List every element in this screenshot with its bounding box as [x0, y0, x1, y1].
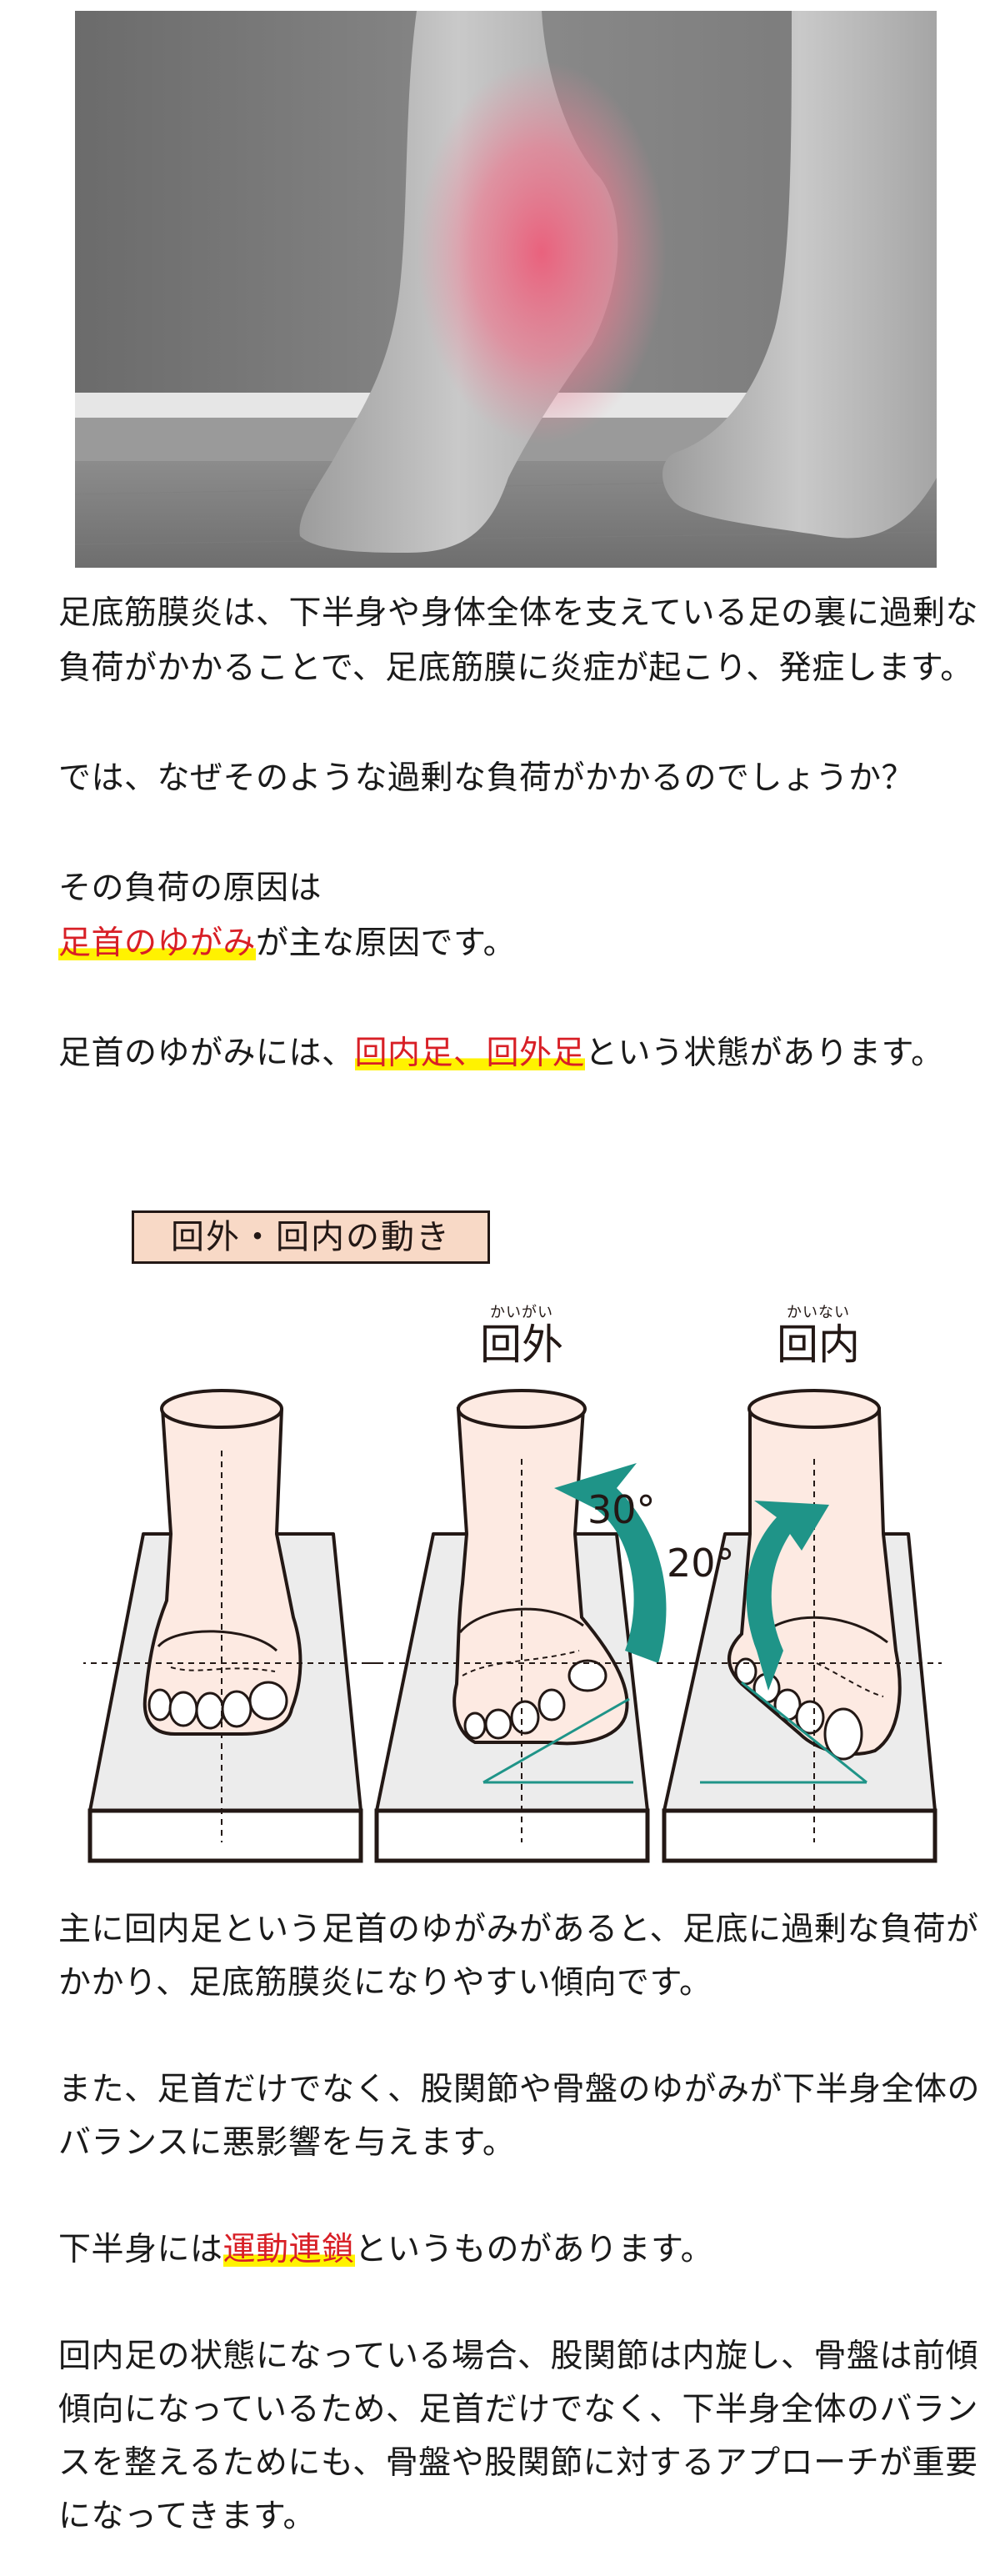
supination-arrow-icon: [554, 1463, 667, 1663]
pronation-ruby: かいない: [787, 1304, 850, 1321]
body-paragraph-kinetic-chain: 下半身には運動連鎖というものがあります。: [58, 2223, 983, 2277]
highlight-kinetic-chain: 運動連鎖: [222, 2231, 355, 2272]
supination-ruby: かいがい: [490, 1304, 553, 1321]
pronation-angle: 20°: [667, 1541, 735, 1586]
highlight-pronation-supination: 回内足、回外足: [354, 1035, 586, 1075]
supination-label: 回外: [480, 1321, 563, 1369]
body-paragraph-pronation-risk: 主に回内足という足首のゆがみがあると、足底に過剰な負荷がかかり、足底筋膜炎になり…: [58, 1911, 979, 2002]
body-paragraph-approach: 回内足の状態になっている場合、股関節は内旋し、骨盤は前傾傾向になっているため、足…: [58, 2338, 979, 2535]
diagram-title: 回外・回内の動き: [132, 1210, 490, 1264]
body-paragraph-hip-pelvis: また、足首だけでなく、股関節や骨盤のゆがみが下半身全体のバランスに悪影響を与えま…: [58, 2071, 981, 2162]
feet-photo-illustration: [75, 11, 937, 568]
cause-rest-text: が主な原因です。: [256, 925, 517, 962]
supination-foot-panel: [367, 1389, 667, 1863]
kinetic-chain-rest: というものがあります。: [354, 2231, 714, 2268]
neutral-foot-panel: [83, 1389, 383, 1863]
feet-diagram-illustration: [83, 1389, 942, 1863]
ankle-types-rest: という状態があります。: [585, 1035, 944, 1072]
supination-pronation-diagram: 回外・回内の動き かいがい 回外 かいない 回内 30° 20°: [83, 1184, 942, 1884]
intro-paragraph-4: 足首のゆがみには、回内足、回外足という状態があります。: [58, 1026, 983, 1081]
pronation-foot-panel: [657, 1389, 942, 1863]
intro-section: 足底筋膜炎は、下半身や身体全体を支えている足の裏に過剰な負荷がかかることで、足底…: [58, 586, 983, 1081]
ankle-types-lead: 足首のゆがみには、: [58, 1035, 355, 1072]
intro-paragraph-1: 足底筋膜炎は、下半身や身体全体を支えている足の裏に過剰な負荷がかかることで、足底…: [58, 594, 979, 687]
intro-paragraph-3: その負荷の原因は 足首のゆがみが主な原因です。: [58, 861, 983, 971]
intro-paragraph-2: では、なぜそのような過剰な負荷がかかるのでしょうか？: [58, 759, 915, 797]
cause-lead-text: その負荷の原因は: [58, 870, 322, 907]
kinetic-chain-lead: 下半身には: [58, 2231, 223, 2268]
pronation-arrow-icon: [746, 1501, 829, 1691]
heel-pain-photo: [75, 11, 937, 568]
supination-angle: 30°: [588, 1487, 656, 1532]
body-section: 主に回内足という足首のゆがみがあると、足底に過剰な負荷がかかり、足底筋膜炎になり…: [58, 1903, 983, 2543]
pronation-label: 回内: [777, 1321, 860, 1369]
highlight-ankle-distortion: 足首のゆがみ: [58, 925, 257, 965]
